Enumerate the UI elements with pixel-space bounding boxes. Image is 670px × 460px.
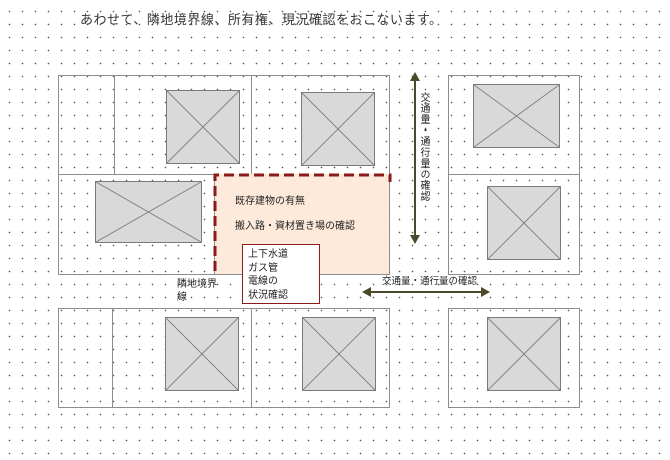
utility-line: 上下水道	[248, 249, 288, 260]
building	[302, 317, 376, 391]
utility-line: 状況確認	[248, 289, 288, 301]
utility-line: ガス管	[248, 262, 278, 274]
label-existing-building: 既存建物の有無	[235, 196, 305, 207]
building	[165, 317, 239, 391]
label-access-route: 搬入路・資材置き場の確認	[235, 221, 355, 232]
boundary-label-line: 線	[177, 292, 187, 303]
boundary-label: 隣地境界 線	[177, 278, 217, 304]
utility-check-box: 上下水道 ガス管 電線の 状況確認	[242, 244, 320, 304]
lot-divider	[251, 308, 252, 408]
block-bottom-left	[58, 308, 390, 408]
vertical-traffic-arrow	[410, 72, 420, 244]
building	[166, 90, 240, 164]
boundary-label-line: 隣地境界	[177, 279, 217, 290]
building	[95, 181, 202, 243]
lot-divider	[112, 308, 113, 408]
header-text: あわせて、隣地境界線、所有権、現況確認をおこないます。	[80, 13, 443, 28]
lot-divider	[251, 75, 252, 175]
building	[301, 92, 375, 166]
block-bottom-right	[448, 308, 580, 408]
utility-line: 電線の	[248, 276, 278, 287]
boundary-dashed-line	[213, 173, 392, 271]
lot-divider	[448, 174, 580, 175]
lot-divider	[114, 75, 115, 175]
horizontal-traffic-arrow	[362, 287, 490, 297]
building	[487, 186, 561, 260]
building	[487, 317, 561, 391]
horizontal-traffic-label: 交通量・通行量の確認	[382, 276, 478, 287]
building	[473, 84, 560, 148]
vertical-traffic-label: 交通量・通行量の確認	[418, 92, 429, 202]
block-top-right	[448, 75, 580, 275]
